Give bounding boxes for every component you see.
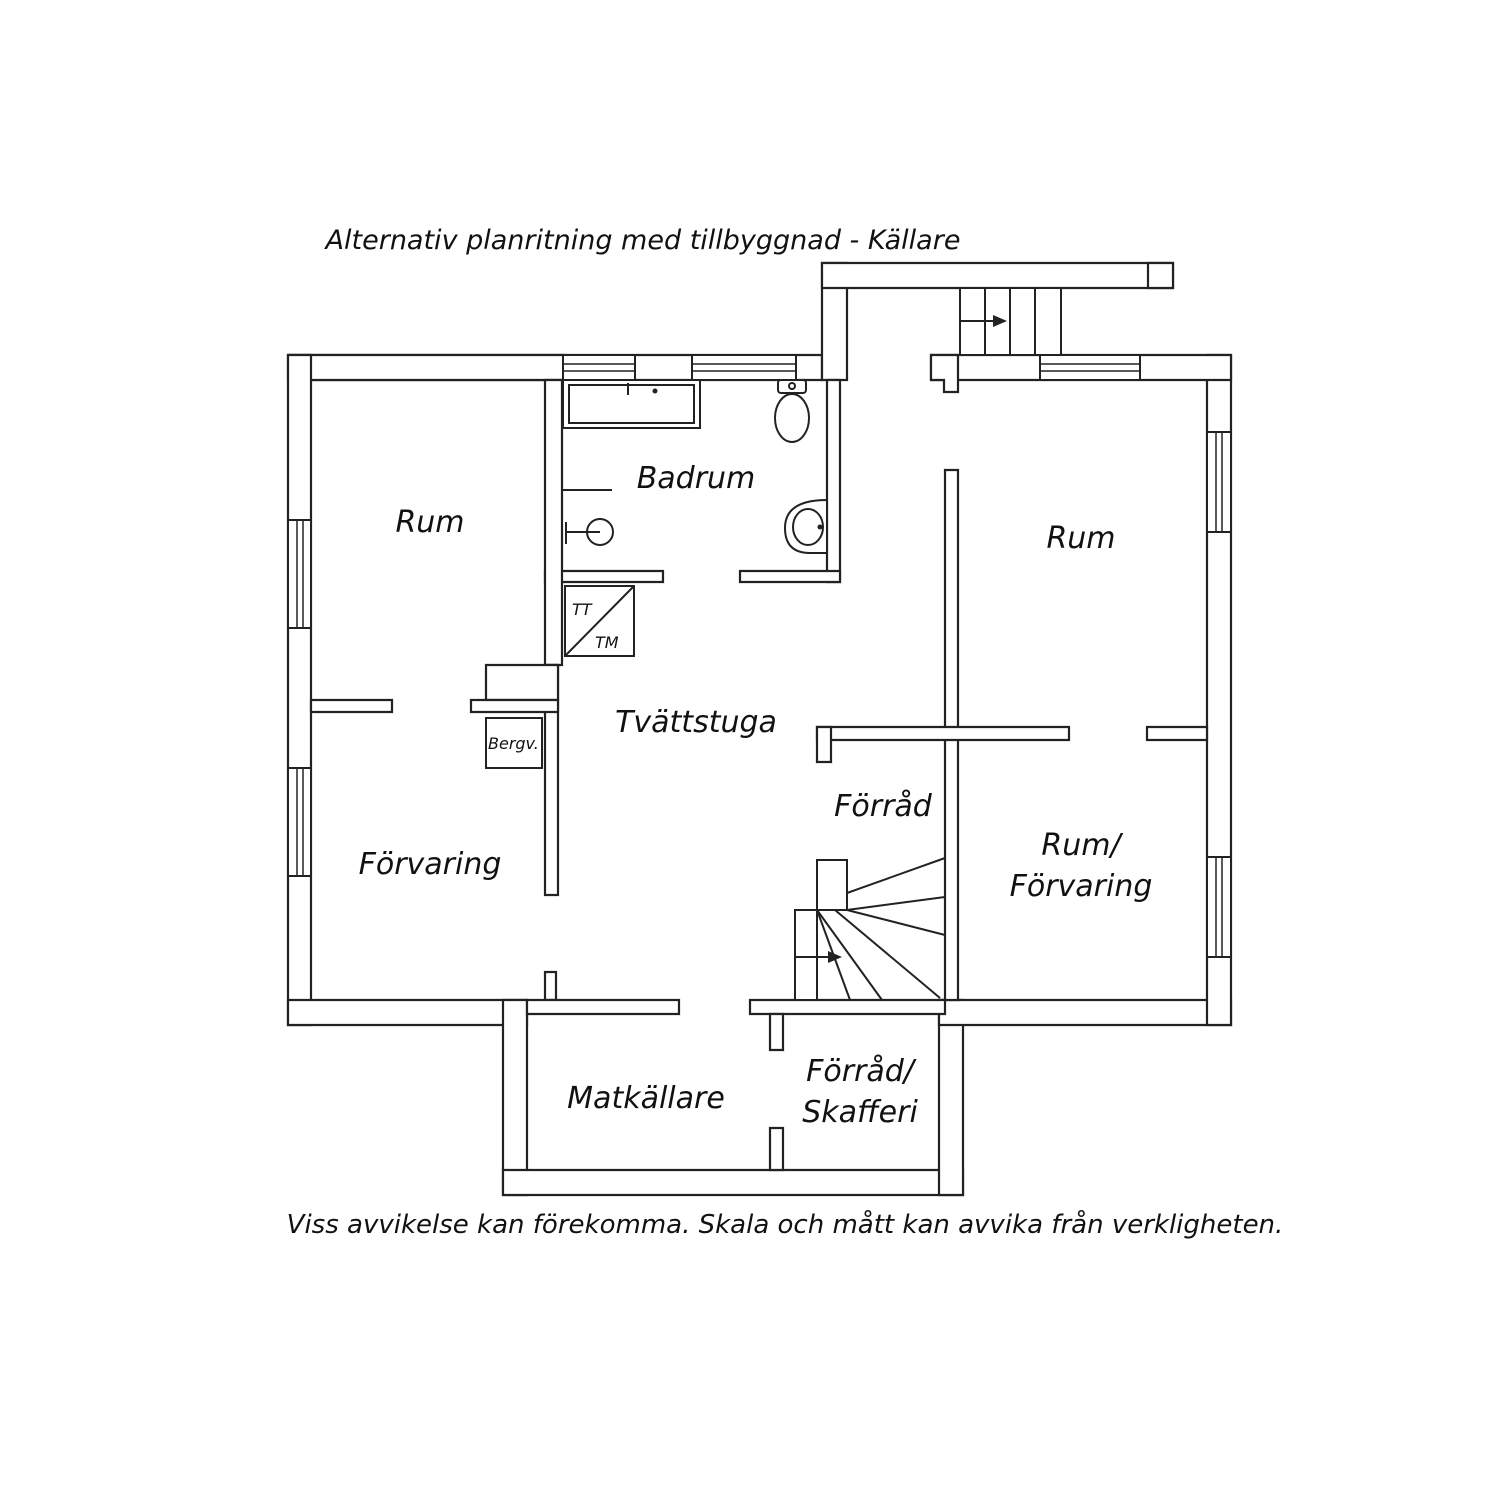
wall-right-horizontal-right xyxy=(1145,725,1209,742)
wall-bumpout-left xyxy=(501,998,529,1197)
room-label-forvaring: Förvaring xyxy=(359,847,502,882)
room-label-forrad: Förråd xyxy=(834,789,933,824)
room-label-rum-left: Rum xyxy=(395,505,464,540)
arrow-right-icon xyxy=(828,951,842,963)
room-label-forrad-skafferi-1: Förråd/ xyxy=(806,1054,917,1089)
wall-entry-top xyxy=(820,261,1175,290)
wall-entry-right-cap xyxy=(1146,261,1175,290)
window-top-right xyxy=(1039,354,1141,381)
wall-bumpout-bottom xyxy=(501,1168,965,1197)
toilet-icon xyxy=(774,379,810,443)
wall-left xyxy=(286,353,313,1027)
window-bath-right xyxy=(691,354,797,381)
room-label-tvattstuga: Tvättstuga xyxy=(615,705,777,740)
window-right-top xyxy=(1206,431,1232,533)
wall-bath-right xyxy=(825,378,842,584)
wall-skafferi-top xyxy=(768,1012,785,1052)
wall-step xyxy=(484,663,560,702)
tm-label: TM xyxy=(595,633,619,652)
heat-pump-icon: Bergv. xyxy=(485,717,543,769)
wall-step2 xyxy=(469,698,560,714)
wall-int-bottom-left xyxy=(525,998,681,1016)
wall-right-horizontal-left xyxy=(815,725,1071,742)
wall-skafferi-bottom xyxy=(768,1126,785,1172)
room-label-badrum: Badrum xyxy=(637,461,756,496)
wall-bumpout-right xyxy=(937,998,965,1197)
windows xyxy=(287,354,1232,958)
tt-label: TT xyxy=(572,600,593,619)
interior-stairs xyxy=(794,857,946,1001)
arrow-right-icon xyxy=(993,315,1007,327)
window-bath-left xyxy=(562,354,636,381)
room-label-rum-forvaring-1: Rum/ xyxy=(1041,828,1123,863)
washer-dryer-icon: TT TM xyxy=(564,585,635,657)
wall-bath-bottom-right xyxy=(738,569,842,584)
window-left-bottom xyxy=(287,767,312,877)
wall-int-bottom-right xyxy=(748,998,947,1016)
sink-icon xyxy=(783,498,828,554)
bathtub-icon xyxy=(562,379,701,429)
bergv-label: Bergv. xyxy=(488,734,539,753)
entry-stairs xyxy=(959,287,1062,356)
plan-title: Alternativ planritning med tillbyggnad -… xyxy=(324,225,961,256)
window-right-bottom xyxy=(1206,856,1232,958)
room-labels: Rum Förvaring Badrum Tvättstuga Rum Förr… xyxy=(359,461,1153,1130)
wall-left-room-right xyxy=(543,378,564,667)
room-label-forrad-skafferi-2: Skafferi xyxy=(802,1095,918,1130)
room-label-rum-forvaring-2: Förvaring xyxy=(1010,869,1153,904)
wall-bottom-stub xyxy=(543,970,558,1002)
disclaimer: Viss avvikelse kan förekomma. Skala och … xyxy=(287,1209,1284,1240)
wall-rum-forvaring xyxy=(309,698,394,714)
room-label-rum-right: Rum xyxy=(1046,521,1115,556)
wall-bottom-right xyxy=(937,998,1233,1027)
wall-bottom-left xyxy=(286,998,529,1027)
wall-entry-stub xyxy=(929,353,960,394)
room-label-matkallare: Matkällare xyxy=(567,1081,725,1116)
shower-icon xyxy=(562,489,614,546)
window-left-top xyxy=(287,519,312,629)
wall-forrad-stub xyxy=(815,725,833,764)
